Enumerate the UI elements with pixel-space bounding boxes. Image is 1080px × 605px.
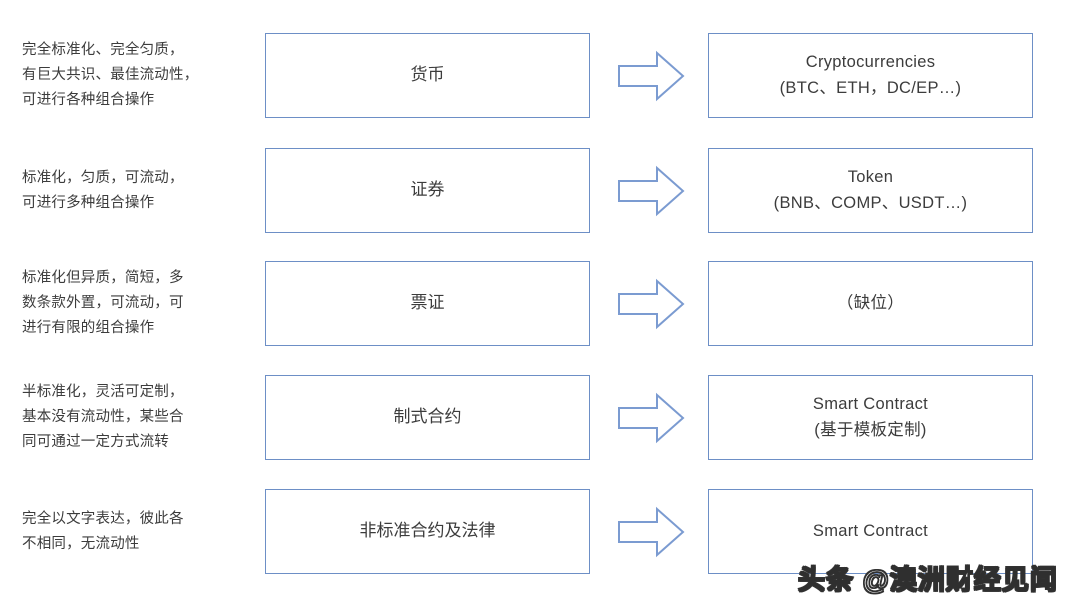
middle-box-label-2: 证券	[410, 180, 445, 200]
right-box-3[interactable]: （缺位）	[708, 261, 1033, 346]
middle-box-2[interactable]: 证券	[265, 148, 590, 233]
right-box-label-3: （缺位）	[836, 293, 905, 312]
right-box-label-5: Smart Contract	[812, 521, 929, 540]
right-box-label-4: Smart Contract (基于模板定制)	[812, 394, 929, 439]
right-arrow-icon-4	[617, 392, 685, 444]
right-box-5[interactable]: Smart Contract	[708, 489, 1033, 574]
middle-box-label-5: 非标准合约及法律	[359, 521, 496, 541]
right-arrow-icon-3	[617, 278, 685, 330]
row-description-2: 标准化，匀质，可流动， 可进行多种组合操作	[22, 169, 184, 211]
right-arrow-icon-5	[617, 506, 685, 558]
middle-box-4[interactable]: 制式合约	[265, 375, 590, 460]
middle-box-label-4: 制式合约	[393, 407, 462, 427]
row-description-4: 半标准化，灵活可定制， 基本没有流动性，某些合 同可通过一定方式流转	[22, 384, 184, 450]
right-box-label-1: Cryptocurrencies (BTC、ETH，DC/EP…)	[779, 52, 962, 97]
right-box-4[interactable]: Smart Contract (基于模板定制)	[708, 375, 1033, 460]
right-box-2[interactable]: Token (BNB、COMP、USDT…)	[708, 148, 1033, 233]
row-description-1: 完全标准化、完全匀质， 有巨大共识、最佳流动性， 可进行各种组合操作	[22, 42, 199, 108]
row-description-3: 标准化但异质，简短，多 数条款外置，可流动，可 进行有限的组合操作	[22, 270, 184, 336]
right-arrow-icon-2	[617, 165, 685, 217]
right-box-label-2: Token (BNB、COMP、USDT…)	[773, 167, 968, 212]
middle-box-label-3: 票证	[410, 293, 445, 313]
right-arrow-icon-1	[617, 50, 685, 102]
row-description-5: 完全以文字表达，彼此各 不相同，无流动性	[22, 510, 184, 552]
middle-box-3[interactable]: 票证	[265, 261, 590, 346]
right-box-1[interactable]: Cryptocurrencies (BTC、ETH，DC/EP…)	[708, 33, 1033, 118]
middle-box-5[interactable]: 非标准合约及法律	[265, 489, 590, 574]
middle-box-label-1: 货币	[410, 65, 445, 85]
middle-box-1[interactable]: 货币	[265, 33, 590, 118]
